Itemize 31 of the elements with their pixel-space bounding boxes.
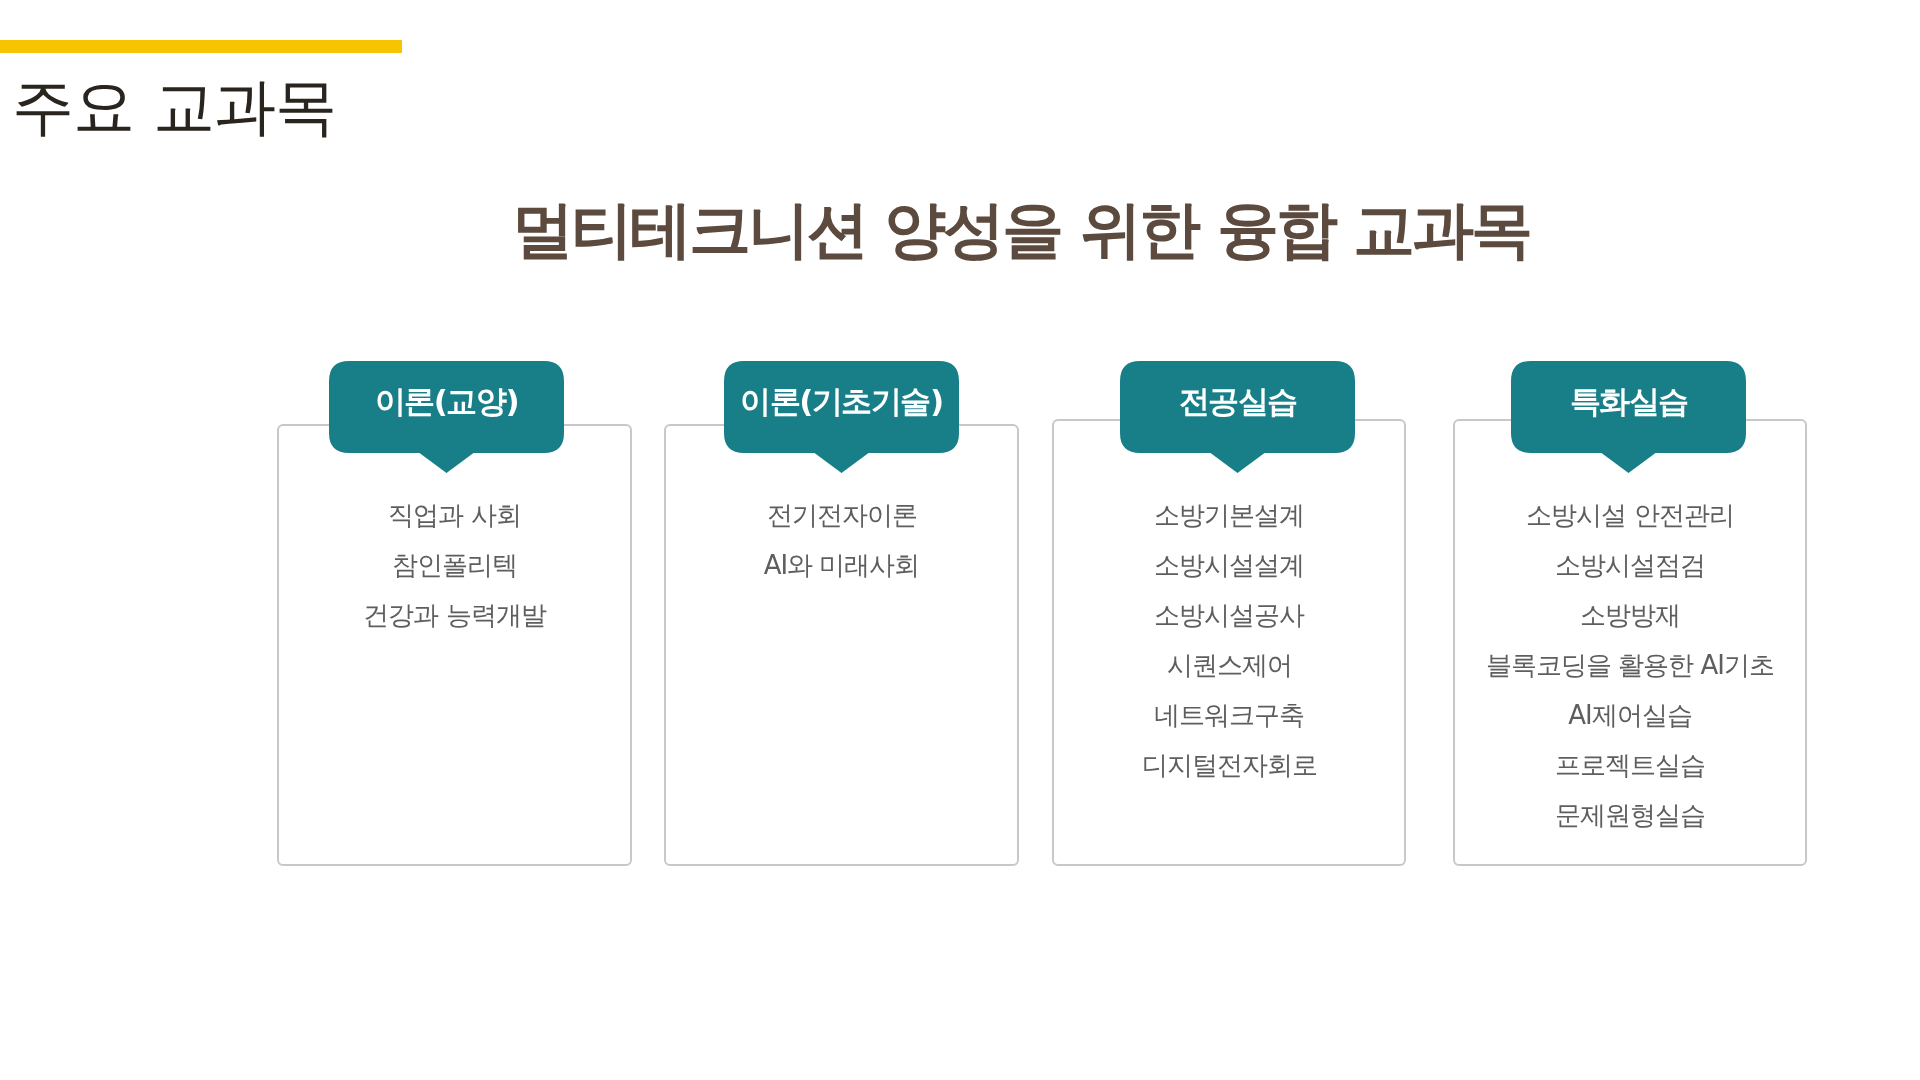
course-card bbox=[1453, 419, 1807, 866]
course-name: 직업과 사회 bbox=[388, 499, 521, 532]
course-name: 소방방재 bbox=[1580, 599, 1680, 632]
course-name: 건강과 능력개발 bbox=[363, 599, 546, 632]
course-name: 디지털전자회로 bbox=[1141, 749, 1317, 782]
speech-bubble bbox=[1511, 361, 1746, 473]
course-card bbox=[1052, 419, 1406, 866]
course-name: 블록코딩을 활용한 AI기초 bbox=[1486, 649, 1774, 682]
course-name: AI와 미래사회 bbox=[763, 549, 920, 582]
speech-bubble bbox=[329, 361, 564, 473]
course-name: 프로젝트실습 bbox=[1555, 749, 1705, 782]
course-name: 참인폴리텍 bbox=[392, 549, 517, 582]
course-card bbox=[664, 424, 1019, 866]
page-title: 주요 교과목 bbox=[12, 69, 336, 145]
course-name: 소방시설점검 bbox=[1555, 549, 1705, 582]
course-name: AI제어실습 bbox=[1568, 699, 1692, 732]
course-name: 소방시설공사 bbox=[1154, 599, 1304, 632]
course-card bbox=[277, 424, 632, 866]
course-name: 소방기본설계 bbox=[1154, 499, 1304, 532]
bubble-title: 이론(기초기술) bbox=[740, 382, 943, 421]
course-name: 소방시설설계 bbox=[1154, 549, 1304, 582]
course-name: 전기전자이론 bbox=[766, 499, 917, 532]
bubble-title: 특화실습 bbox=[1569, 382, 1688, 421]
course-name: 네트워크구축 bbox=[1154, 699, 1304, 732]
bubble-title: 전공실습 bbox=[1178, 382, 1297, 421]
speech-bubble bbox=[1120, 361, 1355, 473]
subtitle: 멀티테크니션 양성을 위한 융합 교과목 bbox=[511, 192, 1531, 268]
course-name: 소방시설 안전관리 bbox=[1526, 499, 1734, 532]
course-name: 문제원형실습 bbox=[1555, 799, 1705, 832]
course-name: 시퀀스제어 bbox=[1166, 649, 1292, 682]
bubble-title: 이론(교양) bbox=[374, 382, 519, 421]
